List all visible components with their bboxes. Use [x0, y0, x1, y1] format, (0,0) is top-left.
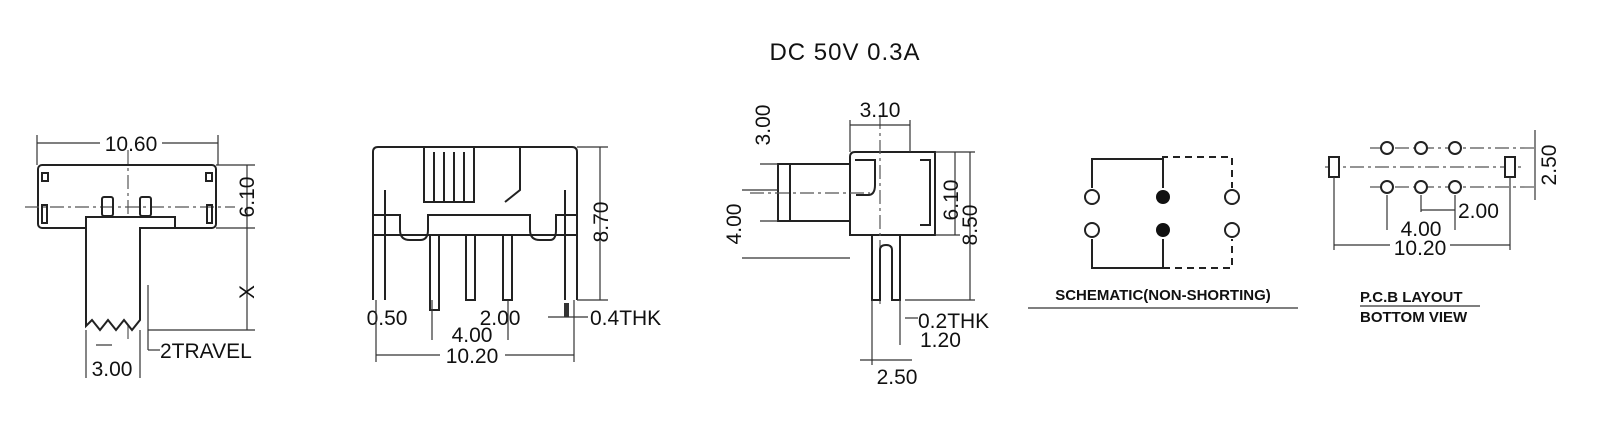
pcb-label-line2: BOTTOM VIEW: [1360, 309, 1468, 326]
dim-width: 10.60: [105, 133, 158, 156]
pcb-layout: 2.50 2.00 4.00 10.20 P.C.B LAYOUT BOTTOM…: [1325, 130, 1561, 326]
dim-thickness: 0.4THK: [590, 307, 661, 330]
dim-row-pitch: 2.50: [1538, 145, 1561, 186]
dim-body-height: 6.10: [940, 180, 963, 221]
dim-depth: 3.10: [860, 99, 901, 122]
dim-pin-gap: 1.20: [920, 329, 961, 352]
schematic: SCHEMATIC(NON-SHORTING): [1028, 156, 1298, 309]
dim-total-height: 8.50: [959, 205, 982, 246]
dim-travel: 2TRAVEL: [160, 340, 252, 363]
end-view: 3.00 4.00 3.10 6.10 8.50 0.2THK 1.20 2.5…: [723, 99, 989, 389]
actuator: [85, 216, 176, 332]
dim-height: 8.70: [590, 202, 613, 243]
schematic-label: SCHEMATIC(NON-SHORTING): [1055, 287, 1271, 304]
dim-actuator-width: 3.00: [92, 358, 133, 381]
dim-width: 10.20: [446, 345, 499, 368]
dim-width: 10.20: [1394, 237, 1447, 260]
dim-height: 6.10: [236, 177, 259, 218]
dim-thickness: 0.2THK: [918, 310, 989, 333]
dim-pin-span: 4.00: [452, 324, 493, 347]
dim-actuator-offset: 4.00: [723, 204, 746, 245]
dim-travel-x: X: [236, 285, 259, 299]
front-view: 10.60 6.10 X 2TRAVEL 3.00: [25, 133, 259, 381]
dim-pin-span: 4.00: [1401, 218, 1442, 241]
dim-pin-pitch: 2.00: [1458, 200, 1499, 223]
dim-actuator-height: 3.00: [752, 105, 775, 146]
dim-pin-span: 2.50: [877, 366, 918, 389]
rating-title: DC 50V 0.3A: [769, 39, 920, 66]
dim-pin-width: 0.50: [367, 307, 408, 330]
dim-pin-pitch: 2.00: [480, 307, 521, 330]
pcb-label-line1: P.C.B LAYOUT: [1360, 289, 1463, 306]
side-view: 8.70 0.50 2.00 0.4THK 4.00 10.20: [367, 146, 661, 368]
